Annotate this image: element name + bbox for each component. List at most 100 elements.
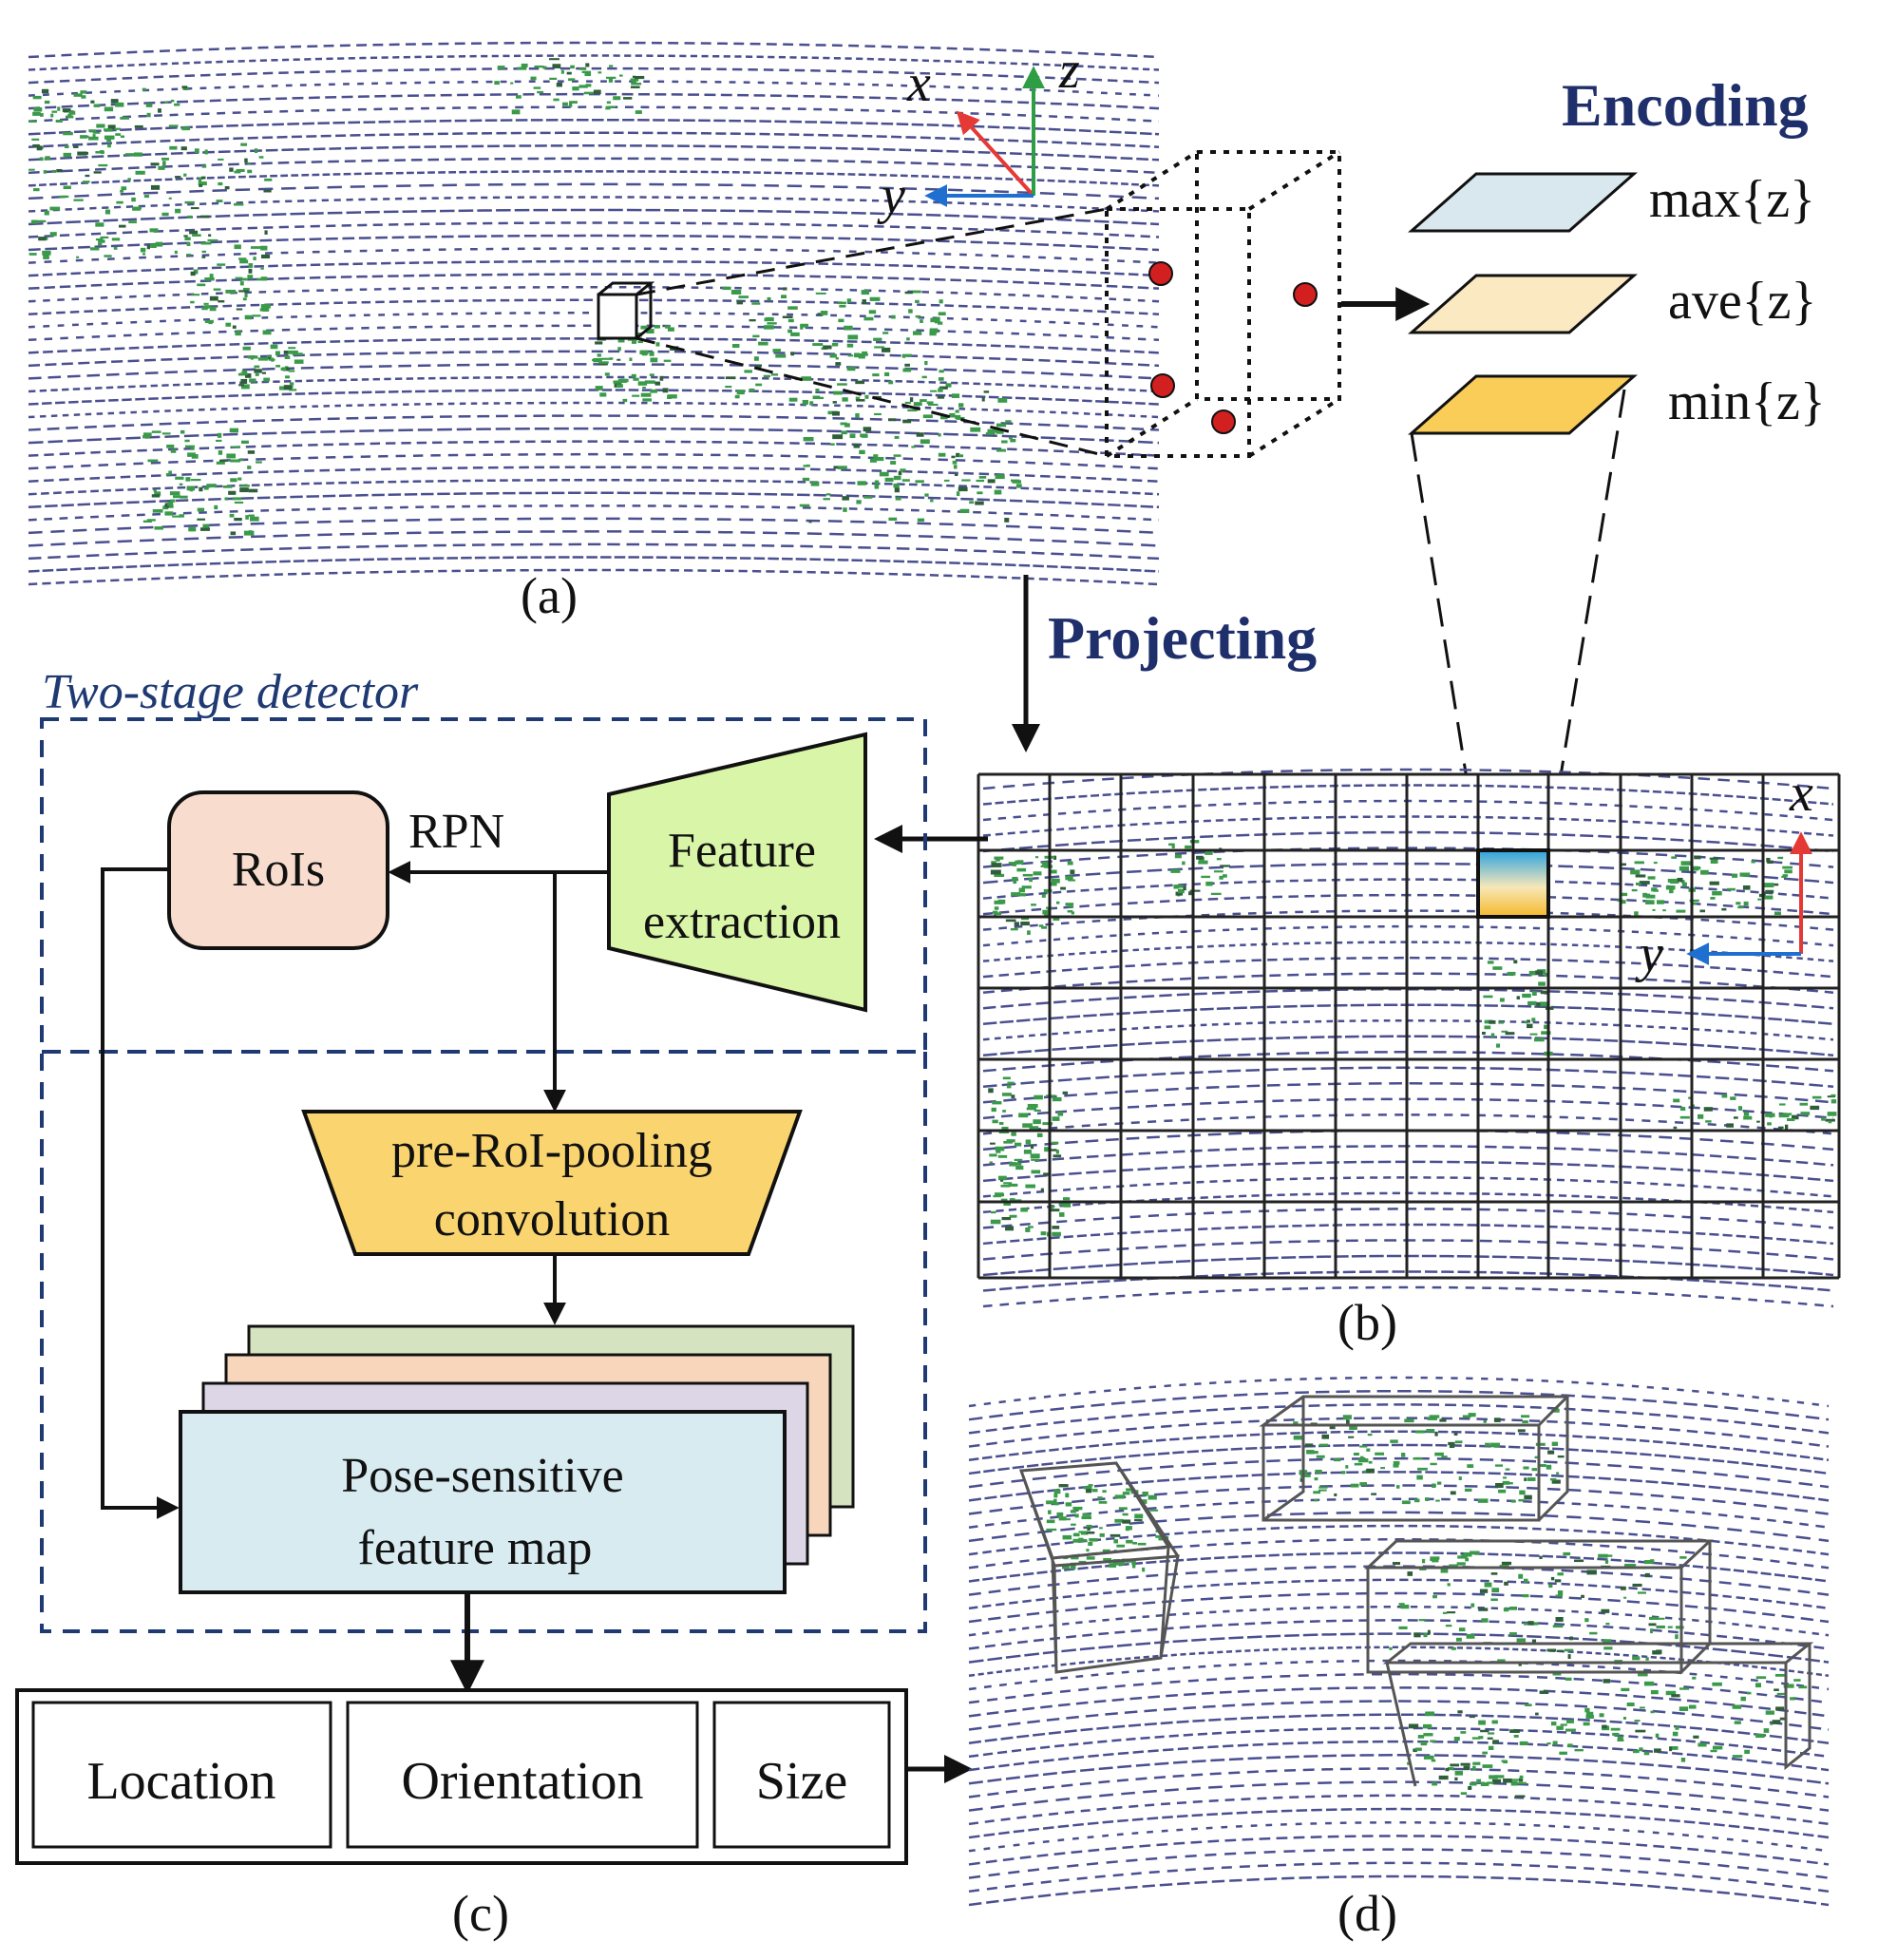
vegetation-point [1416, 1475, 1423, 1480]
vegetation-point [33, 106, 43, 112]
vegetation-point [209, 295, 218, 301]
vegetation-point [80, 90, 87, 94]
vegetation-point [1487, 961, 1494, 964]
vegetation-point [98, 239, 105, 243]
vegetation-point [36, 145, 43, 151]
vegetation-point [232, 325, 237, 329]
vegetation-point [1679, 1687, 1690, 1690]
vegetation-point [1539, 1690, 1549, 1694]
vegetation-point [1650, 1628, 1654, 1634]
vegetation-point [1460, 1731, 1467, 1734]
vegetation-point [1113, 1539, 1119, 1544]
vegetation-point [214, 504, 218, 510]
vegetation-point [181, 86, 188, 89]
scan-line [28, 234, 1160, 252]
vegetation-point [1565, 1728, 1576, 1732]
vegetation-point [1467, 1464, 1474, 1468]
vegetation-point [599, 392, 607, 397]
scan-line [982, 1160, 1834, 1183]
vegetation-point [185, 477, 191, 482]
vegetation-point [1053, 1489, 1061, 1494]
vegetation-point [770, 373, 779, 376]
vegetation-point [1774, 1673, 1786, 1677]
vegetation-point [930, 499, 934, 503]
vegetation-point [1417, 1467, 1428, 1471]
vegetation-point [1036, 1132, 1043, 1137]
vegetation-point [583, 91, 595, 95]
vegetation-point [902, 368, 912, 372]
vegetation-point [568, 78, 576, 82]
vegetation-point [1086, 1531, 1095, 1534]
vegetation-point [288, 350, 298, 354]
vegetation-point [863, 316, 874, 321]
vegetation-point [1552, 1673, 1562, 1676]
vegetation-point [548, 58, 560, 61]
vegetation-point [1513, 1734, 1519, 1738]
vegetation-point [1559, 1751, 1567, 1755]
vegetation-point [1413, 1456, 1423, 1460]
vegetation-point [1639, 881, 1650, 885]
vegetation-point [252, 314, 261, 317]
vegetation-point [1058, 1212, 1065, 1217]
vegetation-point [190, 478, 201, 482]
vegetation-point [1766, 857, 1771, 863]
vegetation-point [263, 377, 271, 382]
vegetation-point [1087, 1527, 1091, 1532]
vegetation-point [289, 382, 294, 386]
vegetation-point [915, 480, 924, 484]
vegetation-point [168, 124, 179, 127]
vegetation-point [992, 1119, 998, 1124]
vegetation-point [1774, 883, 1779, 886]
vegetation-point [1011, 1094, 1015, 1099]
vegetation-point [1782, 874, 1789, 877]
layer-max [1408, 172, 1638, 233]
vegetation-point [229, 428, 239, 433]
vegetation-point [1011, 892, 1021, 896]
vegetation-point [128, 220, 137, 224]
scan-line [982, 1113, 1834, 1135]
scan-line [982, 1270, 1834, 1292]
vegetation-point [236, 168, 245, 172]
scan-line [28, 440, 1160, 457]
vegetation-point [1619, 900, 1626, 904]
rois-label: RoIs [232, 843, 325, 897]
vegetation-point [893, 483, 900, 488]
vegetation-point [823, 345, 832, 350]
vegetation-point [1679, 866, 1689, 871]
vegetation-point [1400, 1604, 1410, 1609]
vegetation-point [1692, 902, 1698, 905]
vegetation-point [1779, 1103, 1786, 1106]
vegetation-point [904, 363, 910, 367]
vegetation-point [846, 343, 854, 348]
vegetation-point [1015, 484, 1022, 488]
vegetation-point [92, 134, 96, 138]
layer-ave [1408, 274, 1638, 334]
scan-line [28, 350, 1160, 368]
vegetation-point [997, 899, 1006, 904]
vegetation-point [197, 507, 205, 512]
vegetation-point [646, 329, 654, 334]
vegetation-point [1043, 1172, 1051, 1176]
vegetation-point [997, 397, 1008, 403]
label-min: min{z} [1668, 372, 1826, 431]
vegetation-point [1053, 855, 1057, 860]
vegetation-point [1665, 1690, 1677, 1696]
vegetation-point [181, 126, 191, 131]
vegetation-point [662, 388, 669, 393]
vegetation-point [1721, 908, 1727, 911]
vegetation-point [1018, 893, 1027, 897]
vegetation-point [201, 307, 208, 311]
vegetation-point [1016, 860, 1024, 865]
vegetation-point [654, 325, 660, 329]
vegetation-point [120, 135, 125, 138]
vegetation-point [731, 344, 740, 349]
scan-line [28, 452, 1160, 470]
vegetation-point [1142, 1567, 1146, 1572]
vegetation-point [1521, 1415, 1530, 1418]
vegetation-point [85, 174, 90, 178]
vegetation-point [1468, 1413, 1476, 1418]
vegetation-point [1421, 1558, 1426, 1564]
vegetation-point [992, 910, 998, 914]
vegetation-point [1831, 1094, 1836, 1097]
scan-line [968, 1632, 1830, 1664]
